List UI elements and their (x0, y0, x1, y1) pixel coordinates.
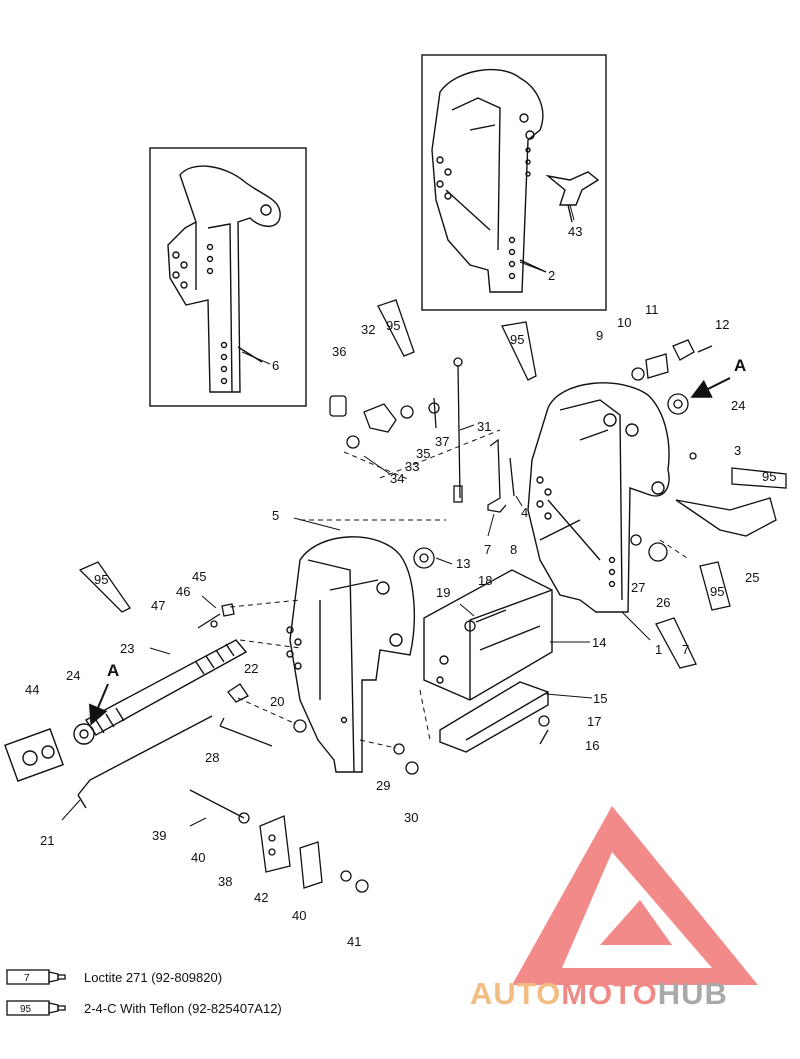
callout-6: 6 (272, 358, 279, 373)
tube-label: 7 (682, 642, 689, 657)
callout-36: 36 (332, 344, 346, 359)
callout-17: 17 (587, 714, 601, 729)
callout-18: 18 (478, 573, 492, 588)
inset-box-part-6 (149, 147, 307, 407)
callout-25: 25 (745, 570, 759, 585)
watermark-triangle (512, 806, 758, 985)
tube-label: 95 (510, 332, 524, 347)
callout-38: 38 (218, 874, 232, 889)
callout-3: 3 (734, 443, 741, 458)
callout-27: 27 (631, 580, 645, 595)
support-bracket-part-14 (423, 569, 553, 753)
legend-text-teflon: 2-4-C With Teflon (92-825407A12) (84, 1000, 282, 1016)
legend-row-loctite: 7 Loctite 271 (92-809820) (6, 966, 222, 988)
callout-7: 7 (484, 542, 491, 557)
callout-28: 28 (205, 750, 219, 765)
legend-row-teflon: 95 2-4-C With Teflon (92-825407A12) (6, 997, 282, 1019)
reference-arrows (88, 377, 731, 726)
callout-22: 22 (244, 661, 258, 676)
callout-29: 29 (376, 778, 390, 793)
callout-41: 41 (347, 934, 361, 949)
callout-46: 46 (176, 584, 190, 599)
callout-20: 20 (270, 694, 284, 709)
callout-13: 13 (456, 556, 470, 571)
callout-24-right: 24 (731, 398, 745, 413)
callout-19: 19 (436, 585, 450, 600)
watermark-part-moto: MOTO (561, 976, 658, 1011)
callout-A-left: A (107, 661, 119, 680)
callout-26: 26 (656, 595, 670, 610)
tube-label: 95 (386, 318, 400, 333)
alignment-lines (229, 429, 691, 749)
callout-15: 15 (593, 691, 607, 706)
watermark-part-hub: HUB (657, 976, 728, 1011)
callout-30: 30 (404, 810, 418, 825)
tube-label: 95 (710, 584, 724, 599)
small-hardware (189, 339, 777, 893)
callout-10: 10 (617, 315, 631, 330)
svg-text:7: 7 (24, 973, 30, 984)
callout-40-lower: 40 (292, 908, 306, 923)
callout-31: 31 (477, 419, 491, 434)
tilt-tube-part-23 (4, 639, 248, 809)
svg-text:95: 95 (20, 1004, 32, 1015)
transom-bracket-part-5 (286, 536, 416, 773)
callout-5: 5 (272, 508, 279, 523)
callout-35: 35 (416, 446, 430, 461)
callout-1: 1 (655, 642, 662, 657)
callout-37: 37 (435, 434, 449, 449)
callout-39: 39 (152, 828, 166, 843)
tube-label: 95 (762, 469, 776, 484)
callout-43: 43 (568, 224, 582, 239)
callout-8: 8 (510, 542, 517, 557)
watermark-logo: AUTOMOTOHUB (470, 976, 728, 1012)
callout-32: 32 (361, 322, 375, 337)
callout-44: 44 (25, 682, 39, 697)
leader-lines (61, 204, 651, 827)
callout-23: 23 (120, 641, 134, 656)
teflon-tube-icon: 95 (6, 1000, 66, 1016)
callout-45: 45 (192, 569, 206, 584)
callout-40-upper: 40 (191, 850, 205, 865)
loctite-tube-icon: 7 (6, 969, 66, 985)
tube-label: 95 (94, 572, 108, 587)
callout-12: 12 (715, 317, 729, 332)
callout-24-left: 24 (66, 668, 80, 683)
callout-33: 33 (405, 459, 419, 474)
inset-box-part-2 (421, 54, 607, 311)
grease-tubes: 95 95 95 95 95 7 (78, 299, 787, 669)
callout-labels: 1 2 3 4 5 6 7 8 9 10 11 12 13 14 15 16 1… (25, 224, 759, 949)
transom-bracket-part-1 (527, 382, 670, 613)
callout-A-right: A (734, 356, 746, 375)
callout-42: 42 (254, 890, 268, 905)
callout-4: 4 (521, 505, 528, 520)
callout-47: 47 (151, 598, 165, 613)
watermark-part-auto: AUTO (470, 976, 562, 1011)
callout-21: 21 (40, 833, 54, 848)
callout-9: 9 (596, 328, 603, 343)
callout-11: 11 (645, 302, 659, 317)
callout-34: 34 (390, 471, 404, 486)
callout-16: 16 (585, 738, 599, 753)
callout-2: 2 (548, 268, 555, 283)
callout-14: 14 (592, 635, 606, 650)
legend-text-loctite: Loctite 271 (92-809820) (84, 969, 223, 985)
